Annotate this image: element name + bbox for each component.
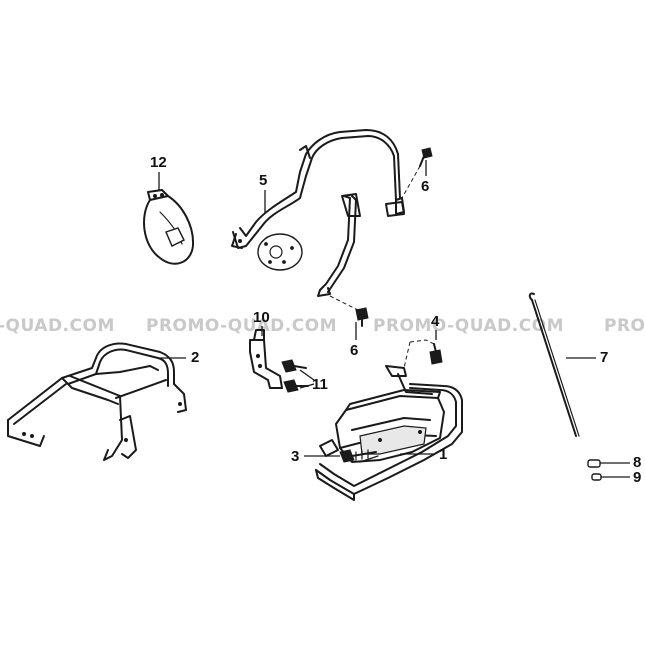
callout-2: 2 [191, 349, 200, 366]
callout-6-bottom: 6 [350, 342, 359, 359]
callout-1: 1 [439, 446, 448, 463]
callout-9: 9 [633, 469, 642, 486]
callout-12: 12 [150, 154, 167, 171]
part-10-bracket [249, 329, 283, 389]
part-12-guard-plate [143, 189, 195, 265]
part-7-rod [528, 292, 580, 437]
callout-6-top: 6 [421, 178, 430, 195]
callout-3: 3 [291, 448, 300, 465]
watermark-text: PRO [604, 316, 645, 336]
part-1-rear-rack [315, 365, 463, 501]
callout-7: 7 [600, 349, 609, 366]
callout-10: 10 [253, 309, 270, 326]
watermark-text: -QUAD.COM [0, 316, 115, 336]
part-6-bolt-bottom [329, 295, 369, 327]
part-4-bolt [403, 339, 443, 369]
callout-5: 5 [259, 172, 268, 189]
watermark-text: PROMO-QUAD.COM [373, 316, 565, 336]
callout-4: 4 [431, 313, 440, 330]
callout-11: 11 [312, 376, 328, 393]
watermark-text: PROMO-QUAD.COM [146, 316, 338, 336]
part-3-bolt [339, 449, 377, 463]
part-6-bolt-top [401, 147, 433, 199]
callout-leaders [158, 160, 630, 478]
washer-plate [257, 233, 303, 271]
callout-8: 8 [633, 454, 642, 471]
part-9-fitting [591, 473, 602, 481]
part-2-front-rack [7, 342, 187, 461]
part-5-guard-bar [231, 129, 405, 297]
part-8-fitting [587, 459, 601, 468]
